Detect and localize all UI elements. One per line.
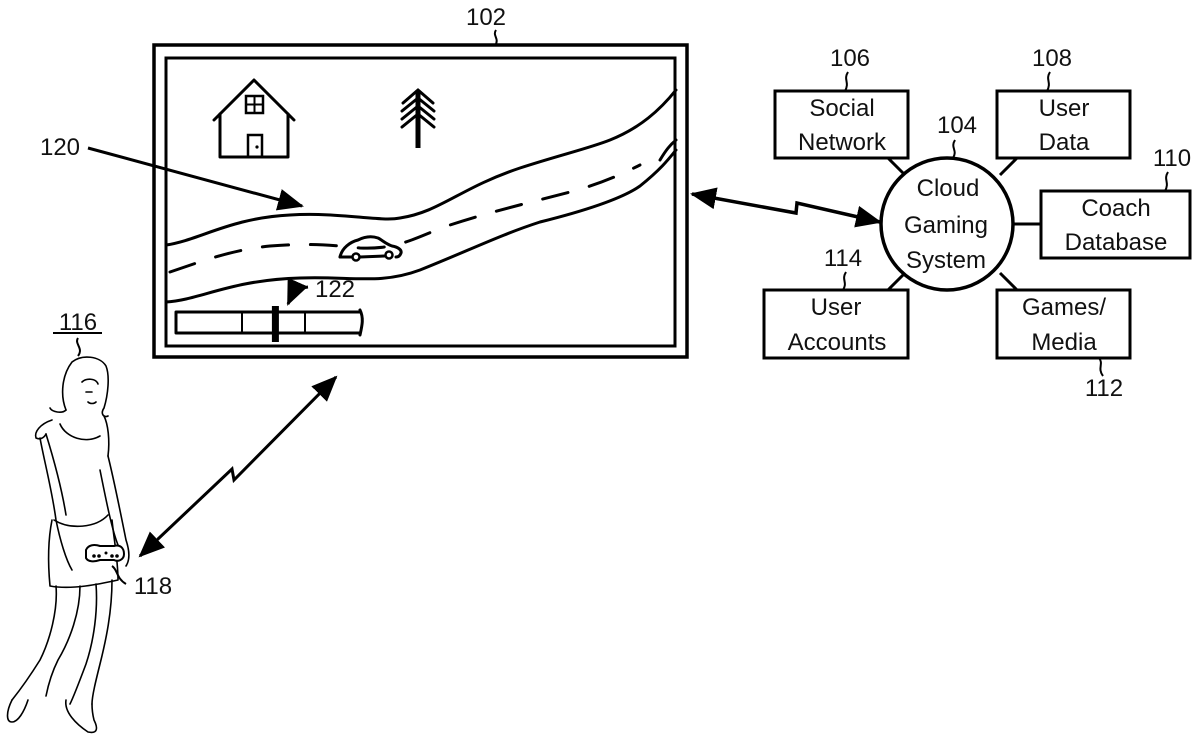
games-media-line-1: Games/ [1022, 294, 1106, 321]
label-108: 108 [1032, 45, 1072, 72]
label-116: 116 [59, 309, 97, 336]
user-data-line-1: User [1039, 95, 1090, 122]
game-controller-icon [86, 545, 124, 561]
leader-106 [845, 72, 848, 91]
label-120: 120 [40, 134, 80, 161]
connector-user-data [1000, 158, 1017, 175]
user-figure [8, 357, 130, 732]
label-118: 118 [134, 573, 172, 600]
connector-user-accounts [888, 273, 905, 290]
leader-110 [1165, 172, 1168, 191]
label-112: 112 [1085, 375, 1123, 402]
cloud-system-line-3: System [906, 247, 986, 274]
social-network-line-2: Network [798, 129, 887, 156]
label-114: 114 [824, 245, 862, 272]
coach-database-line-1: Coach [1081, 195, 1150, 222]
user-accounts-line-1: User [811, 294, 862, 321]
leader-108 [1047, 72, 1050, 91]
wireless-link-controller-display [140, 377, 336, 556]
label-110: 110 [1153, 145, 1191, 172]
pine-tree-icon [402, 90, 434, 148]
cloud-system-line-2: Gaming [904, 212, 988, 239]
house-icon [214, 80, 294, 157]
label-106: 106 [830, 45, 870, 72]
leader-112 [1099, 358, 1103, 376]
leader-102 [495, 30, 497, 46]
social-network-line-1: Social [809, 95, 874, 122]
user-data-line-2: Data [1039, 129, 1090, 156]
leader-104 [953, 140, 955, 158]
connector-games-media [1000, 273, 1017, 290]
road [166, 90, 676, 302]
label-122: 122 [315, 276, 355, 303]
label-102: 102 [466, 4, 506, 31]
connector-social-network [888, 158, 905, 175]
network-link-display-cloud [692, 194, 880, 222]
label-104: 104 [937, 112, 977, 139]
games-media-line-2: Media [1031, 329, 1097, 356]
leader-116 [77, 338, 80, 356]
user-accounts-line-2: Accounts [788, 329, 887, 356]
arrow-122 [288, 287, 308, 304]
leader-114 [843, 272, 846, 290]
progress-indicator [176, 306, 362, 342]
cloud-system-line-1: Cloud [917, 175, 980, 202]
coach-database-line-2: Database [1065, 229, 1168, 256]
progress-marker[interactable] [272, 306, 279, 342]
